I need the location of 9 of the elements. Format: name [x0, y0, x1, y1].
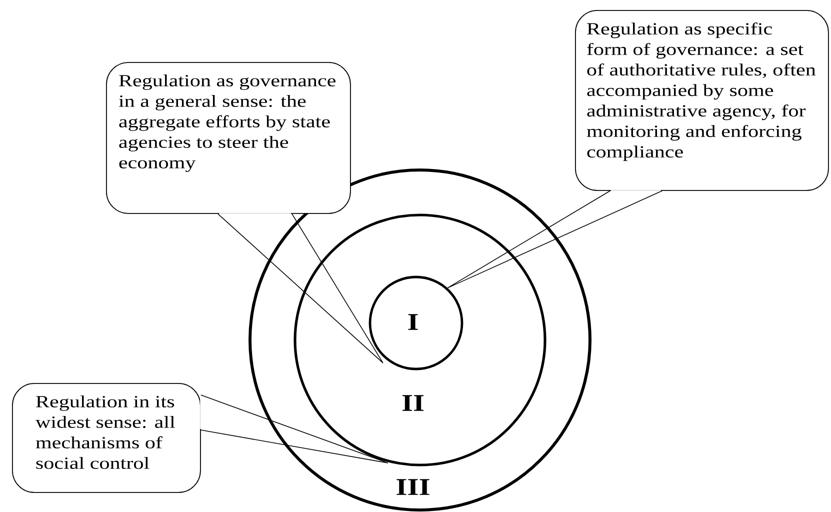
numeral-label: II [402, 395, 424, 411]
callout-pointer [447, 190, 662, 288]
callout-pointer [200, 394, 388, 464]
numeral-label: I [408, 314, 418, 330]
callout-bubble: Regulation as governance in a general sense: the aggregate efforts by state agencies to steer the economy [106, 62, 351, 215]
callout-pointer [218, 214, 384, 364]
callout-bubble: Regulation in its widest sense: all mechanisms of social control [12, 383, 202, 493]
callout-bubble: Regulation as specific form of governance: a set of authoritative rules, often accompanied by some administrative agency, for monitoring and enforcing compliance [575, 10, 829, 192]
numeral-label: III [396, 479, 430, 495]
